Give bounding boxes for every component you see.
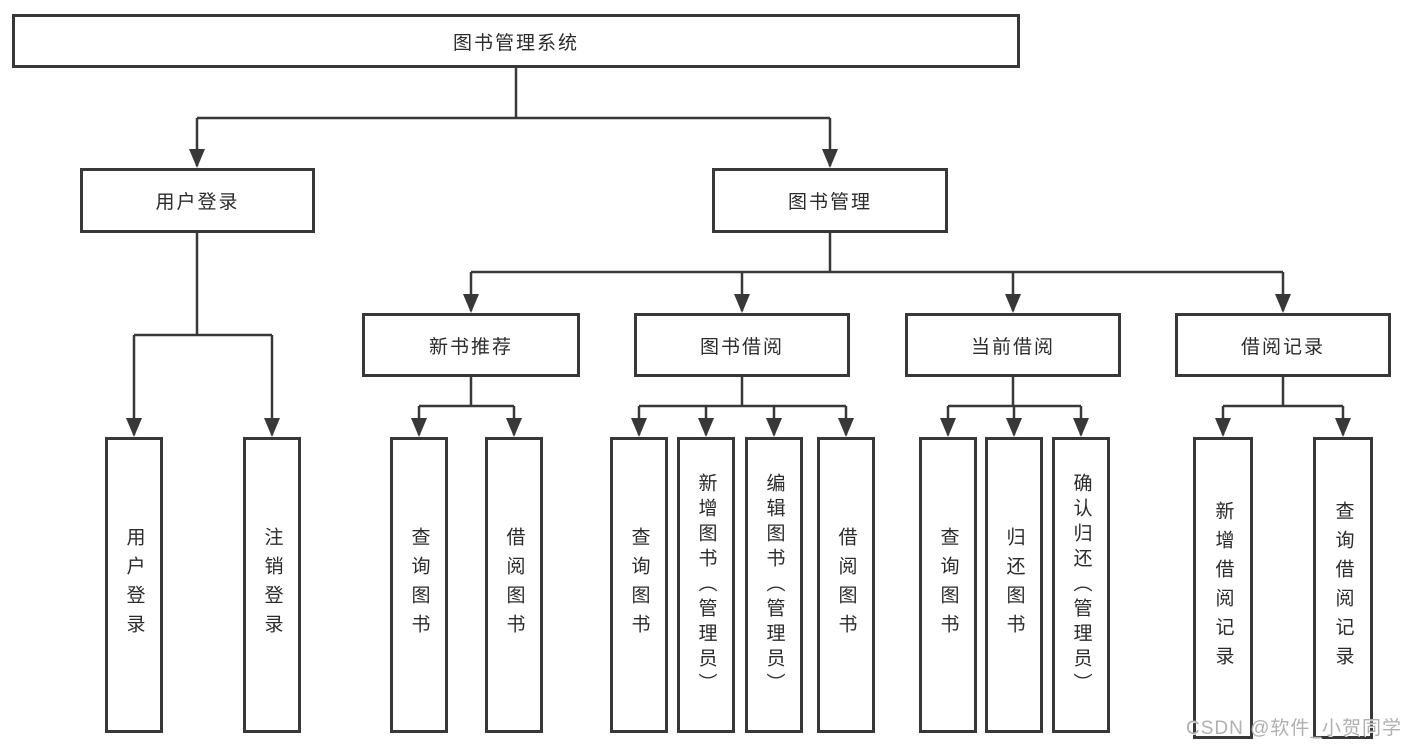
leaf-query-borrow-record-label: 查询借阅记录 <box>1332 501 1354 675</box>
node-user-login-label: 用户登录 <box>155 192 240 213</box>
node-current-borrowing-label: 当前借阅 <box>970 336 1055 358</box>
node-borrowing-records-label: 借阅记录 <box>1240 336 1325 358</box>
leaf-confirm-return-admin-label: 确认归还（管理员） <box>1070 472 1092 698</box>
node-user-login: 用户登录 <box>80 168 315 233</box>
leaf-add-borrow-record-label: 新增借阅记录 <box>1212 501 1234 675</box>
leaf-borrow-books-borrowing-label: 借阅图书 <box>835 527 857 643</box>
node-new-book-recommend-label: 新书推荐 <box>428 336 513 358</box>
leaf-logout: 注销登录 <box>243 437 301 733</box>
leaf-user-login-label: 用户登录 <box>123 527 145 643</box>
node-book-management: 图书管理 <box>712 168 948 233</box>
node-library-system-label: 图书管理系统 <box>452 32 579 54</box>
leaf-borrow-books-recommend-label: 借阅图书 <box>503 527 525 643</box>
leaf-query-books-recommend-label: 查询图书 <box>408 527 430 643</box>
leaf-return-books-label: 归还图书 <box>1003 527 1025 643</box>
leaf-query-books-recommend: 查询图书 <box>390 437 448 733</box>
leaf-user-login: 用户登录 <box>105 437 163 733</box>
csdn-watermark-text: CSDN @软件_小贺同学 <box>1186 718 1402 739</box>
leaf-edit-book-admin: 编辑图书（管理员） <box>745 437 803 733</box>
leaf-add-book-admin-label: 新增图书（管理员） <box>695 472 717 698</box>
leaf-borrow-books-borrowing: 借阅图书 <box>817 437 875 733</box>
edge-group <box>132 68 1345 435</box>
leaf-confirm-return-admin: 确认归还（管理员） <box>1052 437 1110 733</box>
node-library-system: 图书管理系统 <box>12 14 1020 68</box>
node-book-borrowing-label: 图书借阅 <box>699 336 784 358</box>
leaf-return-books: 归还图书 <box>985 437 1043 733</box>
node-book-borrowing: 图书借阅 <box>634 313 850 377</box>
edge-user-login-split <box>132 233 274 435</box>
node-borrowing-records: 借阅记录 <box>1175 313 1391 377</box>
edge-root-split <box>195 68 832 166</box>
leaf-add-borrow-record: 新增借阅记录 <box>1193 437 1253 739</box>
leaf-query-books-current-label: 查询图书 <box>937 527 959 643</box>
edge-book-management-split <box>469 233 1285 311</box>
node-new-book-recommend: 新书推荐 <box>362 313 580 377</box>
edge-borrow-records-split <box>1221 377 1345 435</box>
leaf-query-books-borrowing: 查询图书 <box>610 437 668 733</box>
leaf-borrow-books-recommend: 借阅图书 <box>485 437 543 733</box>
csdn-watermark: CSDN @软件_小贺同学 <box>1186 713 1402 740</box>
leaf-query-books-current: 查询图书 <box>919 437 977 733</box>
leaf-logout-label: 注销登录 <box>261 527 283 643</box>
node-current-borrowing: 当前借阅 <box>905 313 1121 377</box>
node-book-management-label: 图书管理 <box>787 192 872 213</box>
leaf-edit-book-admin-label: 编辑图书（管理员） <box>763 472 785 698</box>
edge-book-borrowing-split <box>637 377 848 435</box>
leaf-query-borrow-record: 查询借阅记录 <box>1313 437 1373 739</box>
leaf-add-book-admin: 新增图书（管理员） <box>677 437 735 733</box>
leaf-query-books-borrowing-label: 查询图书 <box>628 527 650 643</box>
edge-new-book-split <box>417 377 516 435</box>
